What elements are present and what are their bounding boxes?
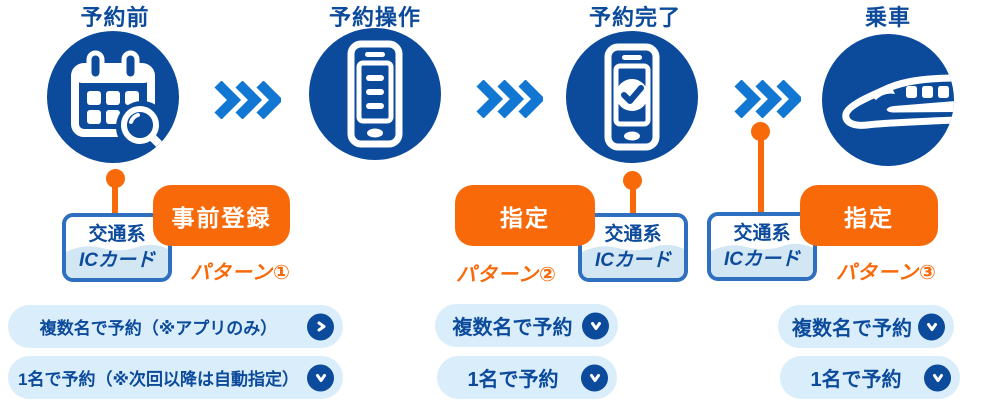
connector-dot bbox=[751, 122, 770, 141]
pattern1-badge: 事前登録 bbox=[153, 185, 290, 246]
card-wave-decoration bbox=[711, 243, 813, 277]
pill-single-booking-pattern3[interactable]: 1名で予約 bbox=[780, 356, 960, 399]
chevron-down-icon bbox=[582, 312, 609, 339]
ic-card-badge: 交通系 ICカード bbox=[707, 212, 817, 281]
stage-title-boarding: 乗車 bbox=[864, 5, 911, 30]
pill-multi-booking-app-only[interactable]: 複数名で予約（※アプリのみ） bbox=[8, 305, 343, 348]
ic-card-line2: ICカード bbox=[594, 250, 671, 271]
connector-line bbox=[630, 180, 636, 218]
connector-line bbox=[112, 178, 118, 218]
triple-chevron-right-icon bbox=[214, 81, 281, 119]
pill-label: 1名で予約 bbox=[467, 369, 559, 391]
smartphone-icon bbox=[347, 40, 403, 148]
pill-single-booking-auto-assign[interactable]: 1名で予約（※次回以降は自動指定） bbox=[8, 356, 343, 399]
connector-dot bbox=[623, 171, 642, 190]
ic-card-line2: ICカード bbox=[78, 250, 155, 271]
pattern2-badge: 指定 bbox=[455, 185, 595, 246]
stage-title-booking-complete: 予約完了 bbox=[588, 5, 681, 30]
pill-label: 複数名で予約（※アプリのみ） bbox=[39, 319, 278, 338]
pill-multi-booking-pattern2[interactable]: 複数名で予約 bbox=[435, 304, 618, 347]
card-wave-decoration bbox=[582, 244, 684, 278]
pattern3-badge: 指定 bbox=[800, 185, 938, 246]
pill-label: 複数名で予約 bbox=[452, 317, 573, 339]
triple-chevron-right-icon bbox=[734, 80, 801, 118]
stage-circle-booking-complete bbox=[566, 31, 698, 163]
calendar-search-icon bbox=[71, 50, 168, 153]
pill-multi-booking-pattern3[interactable]: 複数名で予約 bbox=[778, 305, 954, 348]
ic-card-line1: 交通系 bbox=[604, 224, 662, 245]
stage-circle-booking-operation bbox=[309, 28, 441, 160]
pattern2-label: パターン② bbox=[456, 264, 557, 286]
connector-dot bbox=[106, 169, 125, 188]
pill-label: 1名で予約（※次回以降は自動指定） bbox=[18, 370, 299, 389]
smartphone-check-icon bbox=[604, 43, 660, 151]
ic-card-badge: 交通系 ICカード bbox=[578, 213, 688, 282]
stage-title-before-booking: 予約前 bbox=[80, 5, 150, 30]
chevron-down-icon bbox=[918, 313, 945, 340]
stage-circle-boarding bbox=[822, 34, 954, 166]
ic-card-badge: 交通系 ICカード bbox=[62, 213, 172, 282]
chevron-right-icon bbox=[307, 313, 334, 340]
stage-circle-before-booking bbox=[47, 31, 179, 163]
pattern1-label: パターン① bbox=[190, 262, 291, 284]
ic-card-line1: 交通系 bbox=[733, 223, 791, 244]
shinkansen-icon bbox=[842, 74, 954, 129]
card-wave-decoration bbox=[66, 244, 168, 278]
stage-title-booking-operation: 予約操作 bbox=[328, 5, 421, 30]
connector-line bbox=[758, 130, 764, 216]
pill-label: 複数名で予約 bbox=[792, 318, 912, 340]
triple-chevron-right-icon bbox=[476, 80, 543, 118]
ic-card-line2: ICカード bbox=[723, 249, 800, 270]
ic-card-line1: 交通系 bbox=[88, 224, 146, 245]
chevron-down-icon bbox=[924, 364, 951, 391]
chevron-down-icon bbox=[307, 364, 334, 391]
pill-label: 1名で予約 bbox=[810, 369, 902, 391]
pattern3-label: パターン③ bbox=[836, 262, 937, 284]
pill-single-booking-pattern2[interactable]: 1名で予約 bbox=[437, 356, 617, 399]
chevron-down-icon bbox=[581, 364, 608, 391]
